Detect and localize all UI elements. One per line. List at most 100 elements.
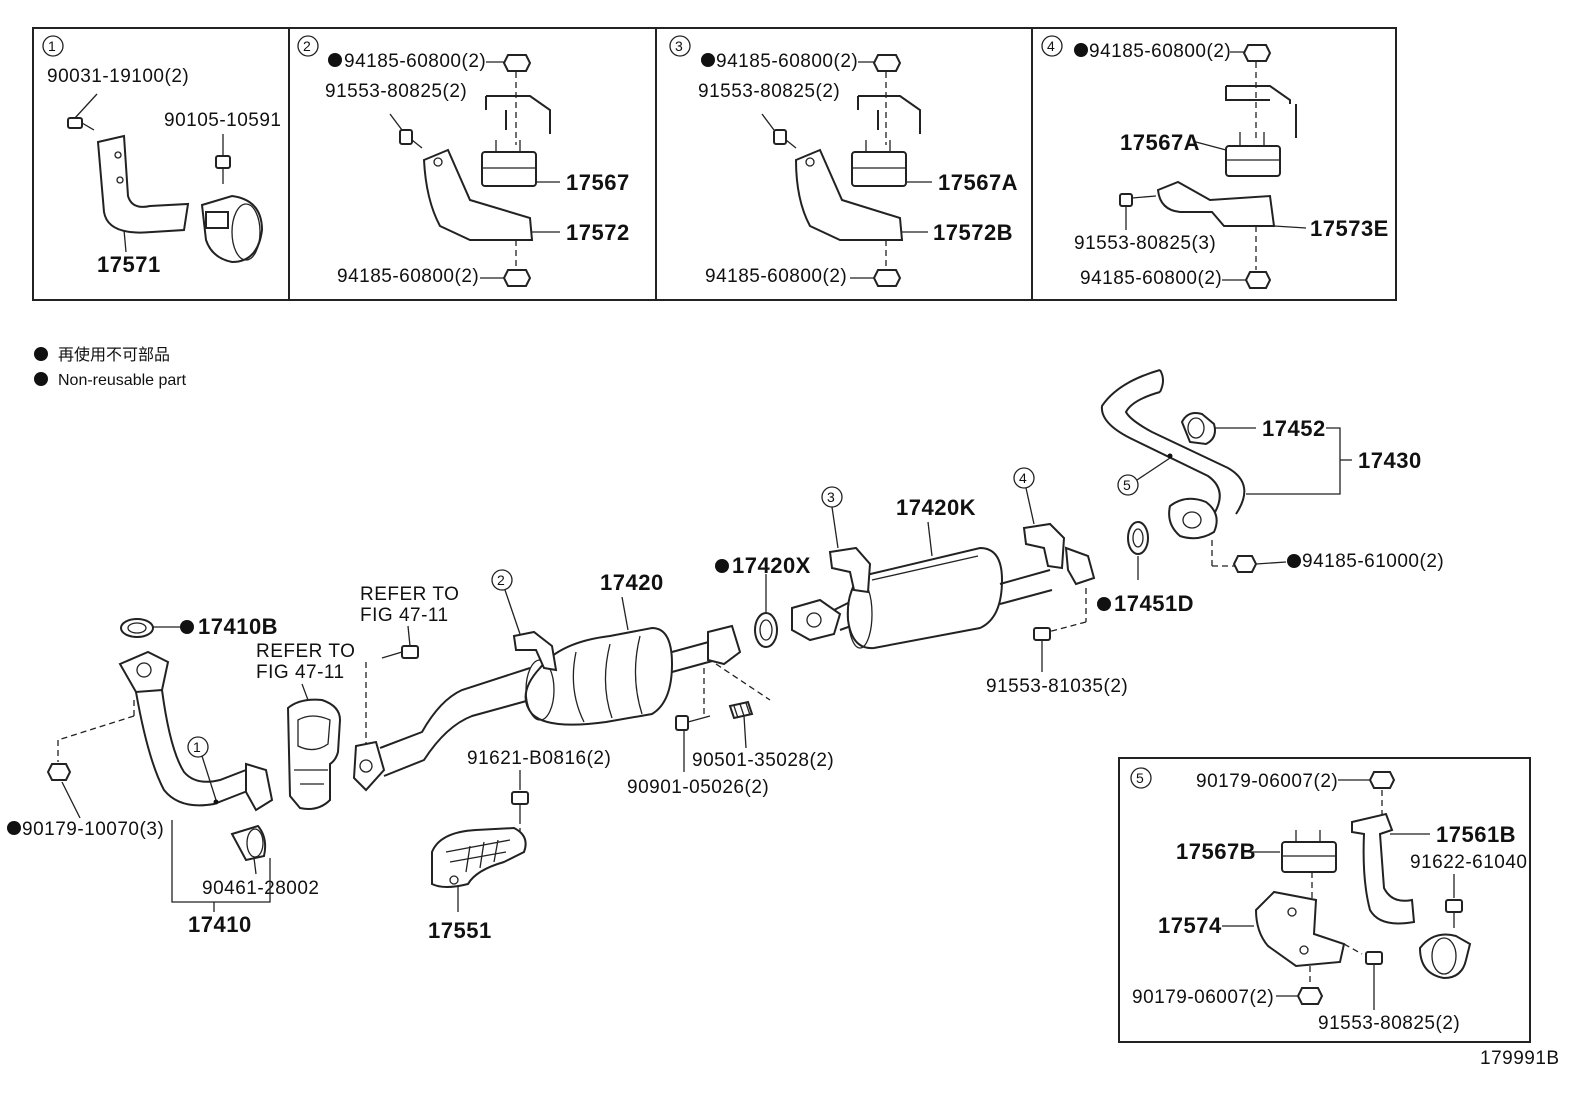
pipe-clamp-icon xyxy=(1180,412,1216,446)
inset-5-bolt-small-label: 91622-61040 xyxy=(1410,852,1528,873)
inset-5-mount-label: 17567B xyxy=(1176,839,1256,864)
inset-4-bolt-label: 91553-80825(3) xyxy=(1074,233,1216,254)
bracket-icon xyxy=(422,148,534,241)
pipe-clamp-icon xyxy=(230,824,267,875)
label-91621-B0816: 91621-B0816(2) xyxy=(467,748,611,769)
gasket-icon xyxy=(754,612,778,648)
non-reusable-dot xyxy=(715,559,729,573)
bolt-icon xyxy=(215,134,231,184)
gasket-icon xyxy=(120,618,154,638)
muffler-icon xyxy=(791,546,1096,650)
inset-2-number: 2 xyxy=(303,38,311,54)
front-exhaust-pipe-icon xyxy=(118,650,274,812)
inset-4-nut-top-label: 94185-60800(2) xyxy=(1089,41,1231,62)
inset-5-bracket-label: 17574 xyxy=(1158,913,1222,938)
non-reusable-dot xyxy=(7,821,21,835)
nut-icon xyxy=(872,54,902,72)
inset-1-number: 1 xyxy=(48,38,56,54)
refer-label-1b: FIG 47-11 xyxy=(256,662,345,683)
hanger-bracket-icon xyxy=(828,546,872,594)
bolt-icon xyxy=(761,113,797,149)
inset-5-nut-top-label: 90179-06007(2) xyxy=(1196,771,1338,792)
spring-icon xyxy=(728,700,754,749)
inset-3: 3 94185-60800(2) 91553-80825(2) 17567A 1… xyxy=(669,35,1018,287)
frame-bracket-icon xyxy=(485,95,551,134)
inset-2-nut-bottom-label: 94185-60800(2) xyxy=(337,266,479,287)
inset-3-nut-top-label: 94185-60800(2) xyxy=(716,51,858,72)
clamp-icon xyxy=(200,194,264,264)
label-17452: 17452 xyxy=(1262,416,1326,441)
hanger-bracket-icon xyxy=(1022,522,1066,570)
inset-3-mount-label: 17567A xyxy=(938,170,1018,195)
non-reusable-dot xyxy=(34,372,48,386)
bracket-icon xyxy=(794,148,904,241)
legend-japanese: 再使用不可部品 xyxy=(58,346,170,364)
label-17410B: 17410B xyxy=(198,614,278,639)
label-90461-28002: 90461-28002 xyxy=(202,878,320,899)
inset-2-mount-label: 17567 xyxy=(566,170,630,195)
inset-4: 4 94185-60800(2) 17567A 91553-80825(3) 1… xyxy=(1041,35,1389,289)
inset-1: 1 90031-19100(2) 90105-10591 17571 xyxy=(42,35,282,277)
nut-icon xyxy=(502,269,532,287)
engine-mount-icon xyxy=(1195,132,1281,177)
non-reusable-dot xyxy=(180,620,194,634)
label-91553-81035: 91553-81035(2) xyxy=(986,676,1128,697)
frame-bracket-icon xyxy=(857,95,921,134)
center-pipe-converter-icon xyxy=(352,624,742,792)
bracket-icon xyxy=(1254,890,1346,968)
inset-1-bracket-label: 17571 xyxy=(97,252,161,277)
legend-english: Non-reusable part xyxy=(58,372,187,389)
inset-3-bracket-label: 17572B xyxy=(933,220,1013,245)
gasket-icon xyxy=(1127,521,1149,555)
figure-code: 179991B xyxy=(1480,1048,1560,1069)
inset-2-bracket-label: 17572 xyxy=(566,220,630,245)
label-17420: 17420 xyxy=(600,570,664,595)
ref-circle-5: 5 xyxy=(1123,477,1131,493)
nut-icon xyxy=(1232,555,1258,573)
nut-icon xyxy=(1368,771,1396,789)
bolt-icon xyxy=(1365,951,1383,1010)
inset-3-number: 3 xyxy=(675,38,683,54)
refer-label-2b: FIG 47-11 xyxy=(360,605,449,626)
inset-5-bracket-hanger-label: 17561B xyxy=(1436,822,1516,847)
inset-4-number: 4 xyxy=(1047,38,1055,54)
nut-icon xyxy=(872,269,902,287)
label-90501-35028: 90501-35028(2) xyxy=(692,750,834,771)
nut-icon xyxy=(1244,271,1272,289)
inset-2-bolt-label: 91553-80825(2) xyxy=(325,81,467,102)
refer-label-1: REFER TO xyxy=(256,641,355,662)
engine-mount-icon xyxy=(1281,830,1337,873)
nut-icon xyxy=(46,763,72,781)
label-90179-10070: 90179-10070(3) xyxy=(22,819,164,840)
inset-5-nut-bottom-label: 90179-06007(2) xyxy=(1132,987,1274,1008)
inset-4-bracket-label: 17573E xyxy=(1310,216,1389,241)
engine-mount-icon xyxy=(481,140,560,187)
label-17430: 17430 xyxy=(1358,448,1422,473)
label-90901-05026: 90901-05026(2) xyxy=(627,777,769,798)
top-inset-frame xyxy=(32,27,1397,301)
bolt-icon xyxy=(511,791,529,818)
pipe-clamp-icon xyxy=(1418,933,1472,980)
exhaust-manifold-converter-icon xyxy=(286,698,342,810)
non-reusable-dot xyxy=(1097,597,1111,611)
bolt-icon xyxy=(1445,899,1463,928)
bolt-icon xyxy=(67,93,98,131)
inset-1-bolt2-label: 90105-10591 xyxy=(164,110,282,131)
bolt-icon xyxy=(1119,193,1157,230)
inset-3-nut-bottom-label: 94185-60800(2) xyxy=(705,266,847,287)
label-17551: 17551 xyxy=(428,918,492,943)
ref-circle-2: 2 xyxy=(497,572,505,588)
nut-icon xyxy=(502,54,532,72)
bolt-icon xyxy=(675,715,711,772)
hanger-bracket-icon xyxy=(1351,812,1416,925)
ref-circle-3: 3 xyxy=(827,489,835,505)
hanger-bracket-icon xyxy=(96,134,190,234)
non-reusable-dot xyxy=(328,53,342,67)
bracket-icon xyxy=(1156,180,1276,227)
nut-icon xyxy=(1296,987,1324,1005)
label-17451D: 17451D xyxy=(1114,591,1194,616)
inset-1-bolt-label: 90031-19100(2) xyxy=(47,66,189,87)
bolt-icon xyxy=(1033,627,1051,672)
inset-1-number-circle xyxy=(42,35,64,57)
